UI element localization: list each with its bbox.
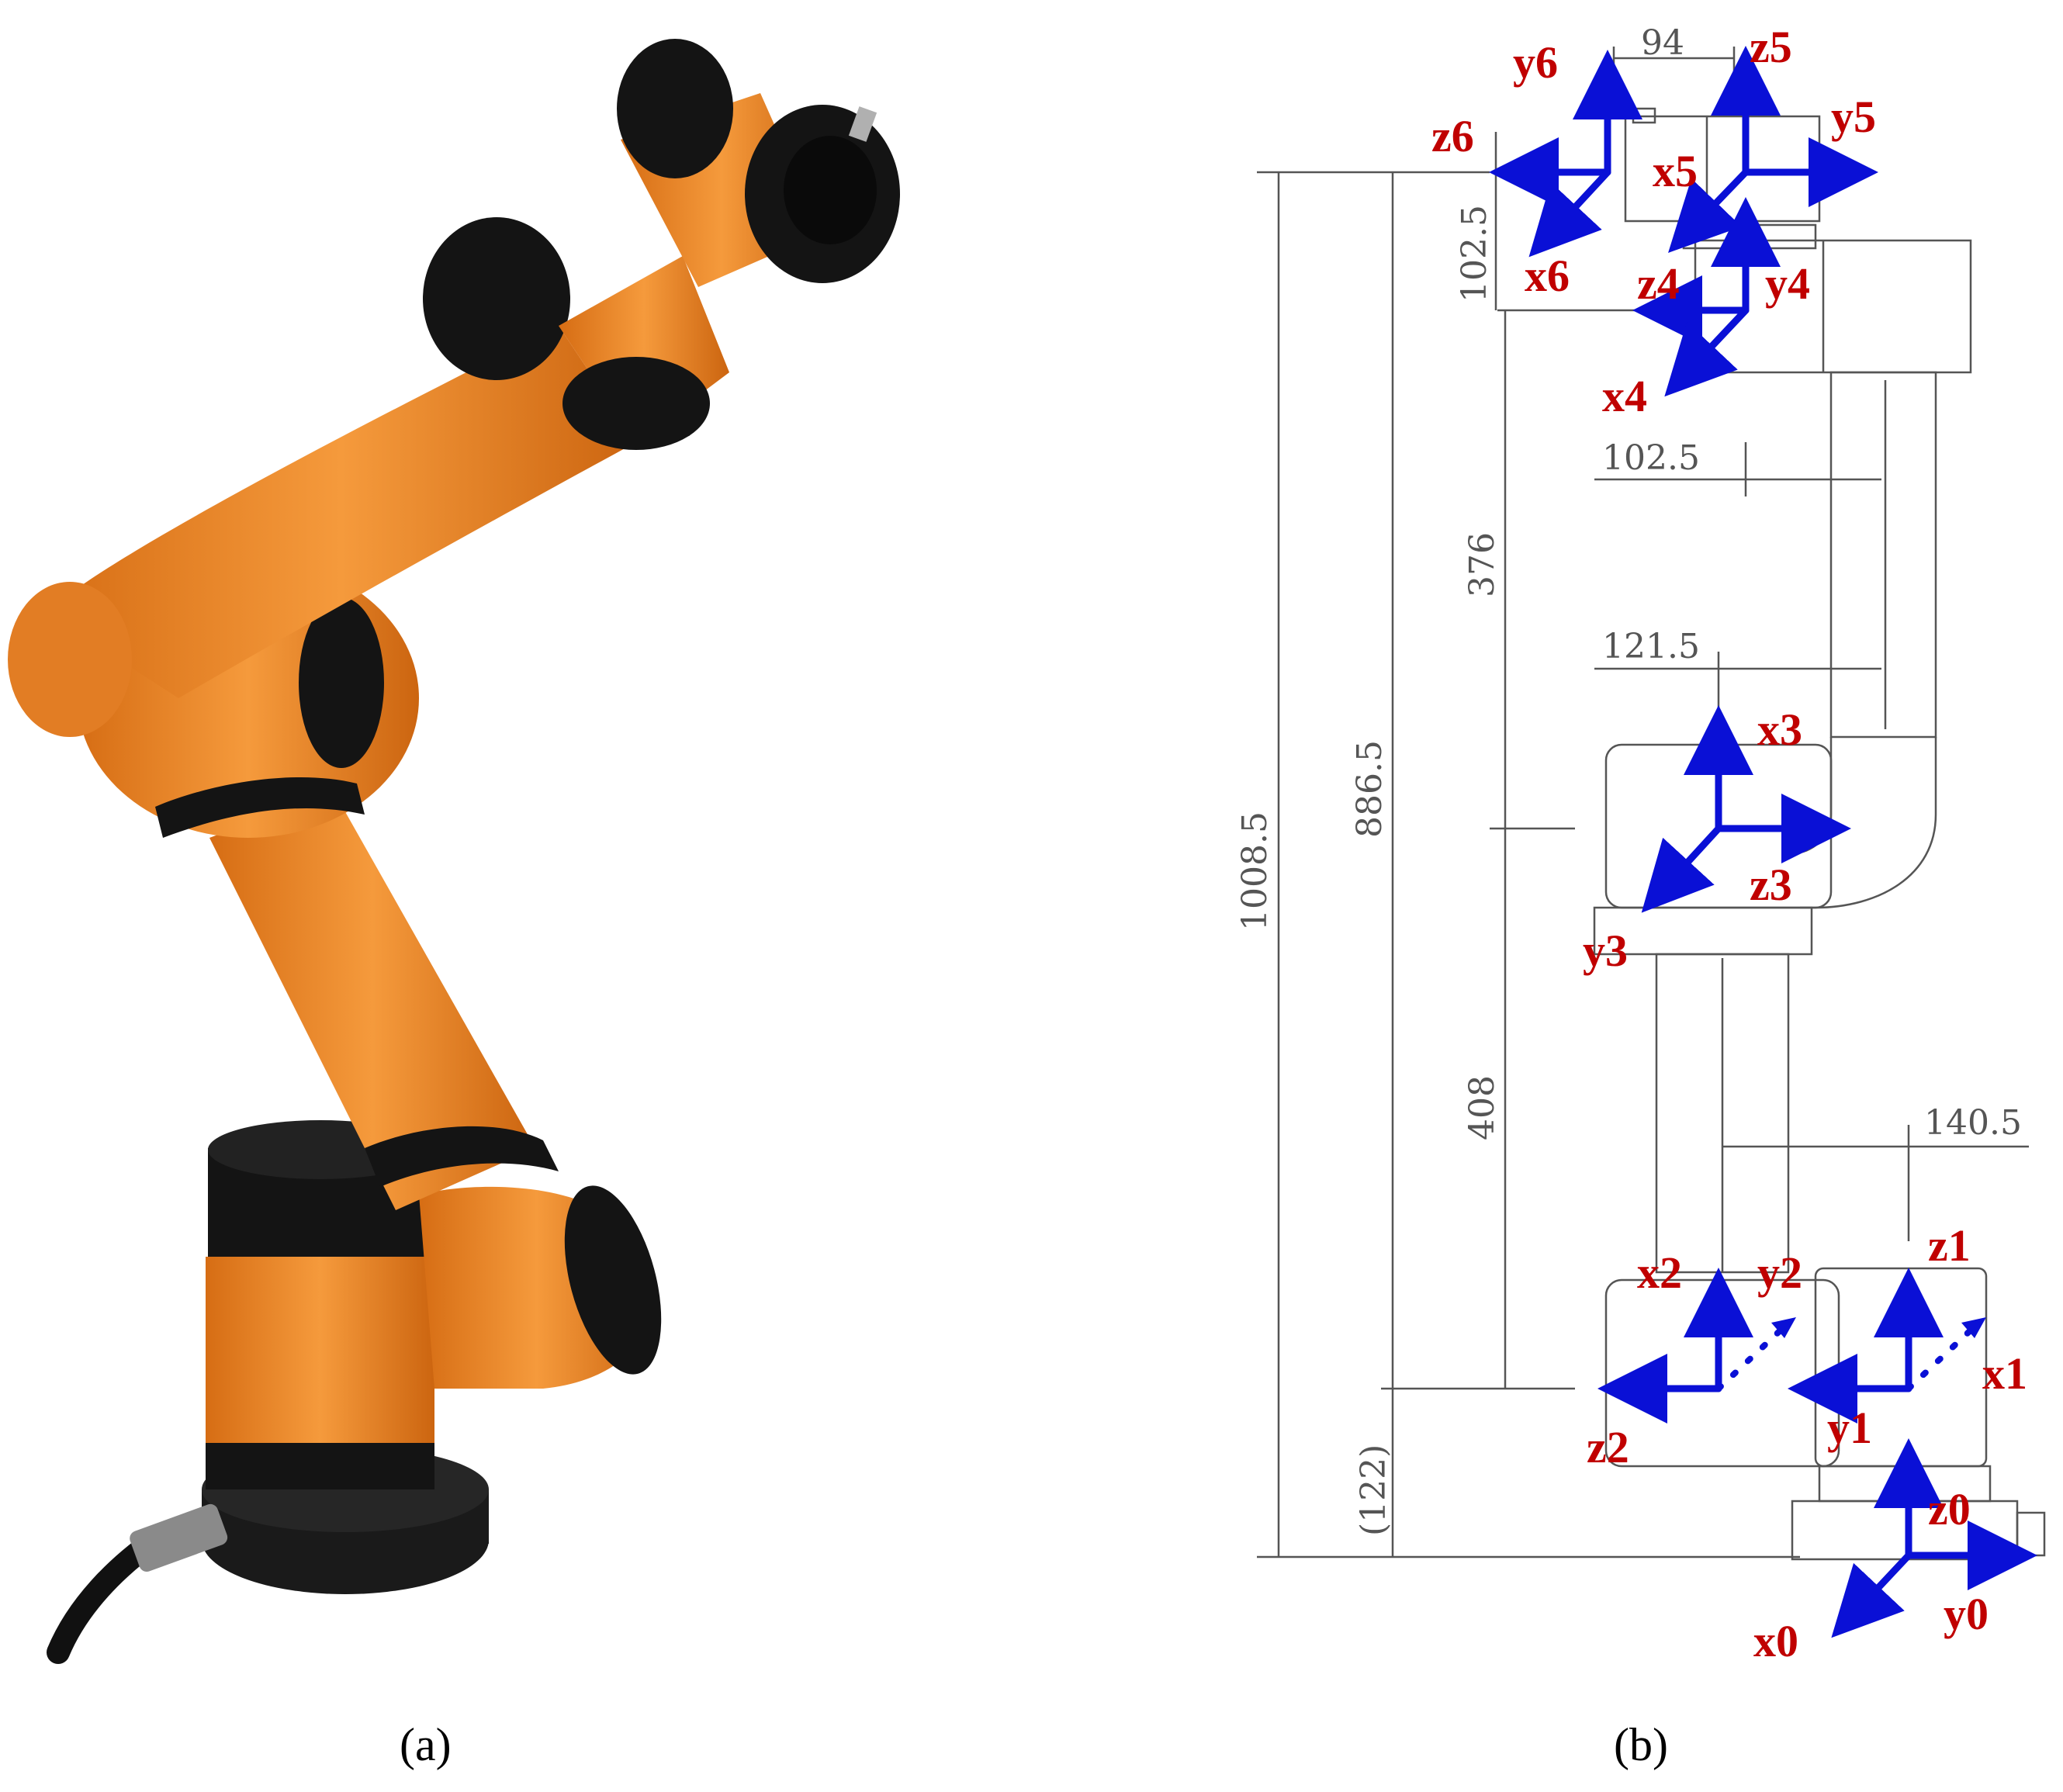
dim-102-5: 102.5: [1602, 438, 1700, 478]
label-z2: z2: [1587, 1422, 1629, 1472]
dim-102-5-vertical: 102.5: [1455, 205, 1494, 303]
label-y3: y3: [1583, 925, 1628, 976]
label-z6: z6: [1431, 111, 1474, 161]
label-x4: x4: [1602, 371, 1647, 421]
robot-connector: [130, 1503, 228, 1572]
label-z0: z0: [1928, 1484, 1971, 1534]
dim-121-5: 121.5: [1602, 627, 1700, 666]
dimension-labels: 94 102.5 102.5 376 121.5 886.5 1008.5 40…: [1235, 23, 2022, 1536]
label-y5: y5: [1831, 92, 1876, 142]
caption-b: (b): [1614, 1719, 1668, 1770]
dim-376: 376: [1462, 532, 1502, 597]
dim-886-5: 886.5: [1350, 740, 1390, 838]
robot-upper-arm: [47, 326, 636, 698]
label-z5: z5: [1750, 22, 1792, 72]
joint-4-housing: [1694, 239, 1972, 374]
dim-94: 94: [1641, 23, 1684, 63]
label-x6: x6: [1525, 251, 1570, 301]
coordinate-frames: [1489, 46, 2037, 1638]
label-y0: y0: [1944, 1589, 1989, 1639]
robot-lower-arm: [209, 791, 535, 1210]
label-y6: y6: [1513, 37, 1558, 88]
dim-1008-5: 1008.5: [1235, 811, 1275, 931]
label-y2: y2: [1757, 1247, 1802, 1298]
robot-photo: [8, 39, 900, 1664]
label-z3: z3: [1750, 860, 1792, 910]
label-z1: z1: [1928, 1220, 1971, 1271]
dim-140-5: 140.5: [1924, 1103, 2022, 1143]
label-y4: y4: [1765, 258, 1810, 309]
label-z4: z4: [1637, 258, 1680, 309]
dim-122: (122): [1354, 1444, 1393, 1536]
label-x0: x0: [1753, 1616, 1798, 1666]
robot-wrist-1: [423, 217, 570, 380]
caption-a: (a): [400, 1719, 452, 1770]
upper-link: [1829, 371, 1937, 739]
base-block: [1791, 1500, 2019, 1561]
label-x2: x2: [1637, 1247, 1682, 1298]
label-x5: x5: [1653, 146, 1698, 196]
axis-labels: y6 z5 y5 z6 x5 x6 z4 y4 x4 x3 z3 y3 x2 y…: [1431, 22, 2027, 1666]
label-x1: x1: [1982, 1348, 2027, 1399]
label-y1: y1: [1827, 1403, 1872, 1453]
label-x3: x3: [1757, 704, 1802, 755]
joint-2-housing: [1604, 1278, 1840, 1468]
dim-408: 408: [1462, 1075, 1502, 1140]
